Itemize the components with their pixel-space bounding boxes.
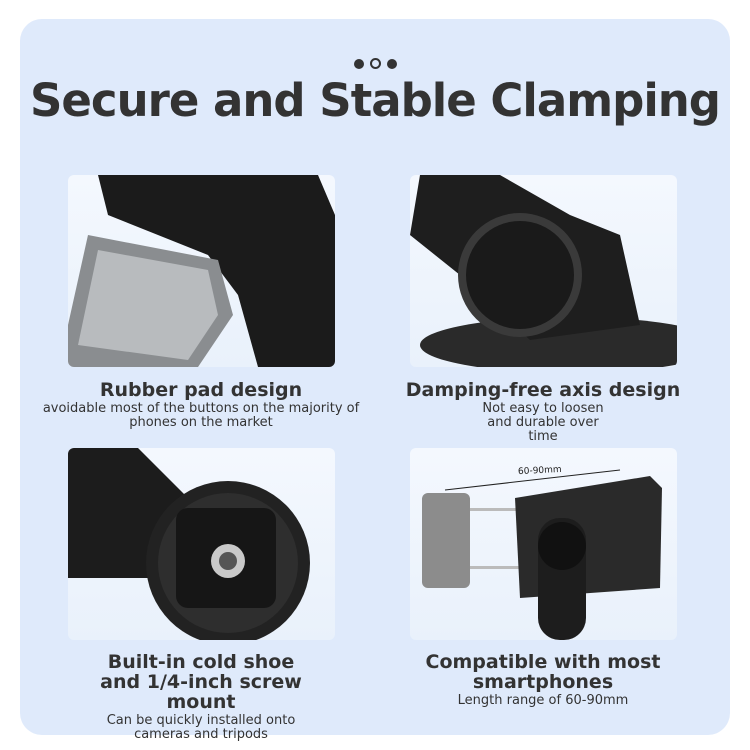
feature-axis: Damping-free axis design Not easy to loo… [378, 380, 708, 444]
dot-icon [386, 58, 397, 69]
feature-description: Length range of 60-90mm [457, 693, 629, 708]
rubber-pad-image [68, 175, 335, 367]
feature-compatibility: Compatible with most smartphones Length … [378, 652, 708, 708]
cold-shoe-image [68, 448, 335, 640]
dot-hollow-icon [369, 58, 381, 69]
feature-description: Can be quickly installed onto cameras an… [106, 713, 296, 742]
feature-cold-shoe: Built-in cold shoe and 1/4-inch screw mo… [36, 652, 366, 742]
carousel-dots [0, 53, 750, 72]
axis-image [410, 175, 677, 367]
page-title: Secure and Stable Clamping [29, 74, 721, 127]
feature-description: avoidable most of the buttons on the maj… [42, 401, 360, 430]
feature-heading: Built-in cold shoe and 1/4-inch screw mo… [100, 651, 302, 713]
feature-description: Not easy to loosen and durable over time [482, 401, 604, 444]
phone-clamp-image: 60-90mm [410, 448, 677, 640]
feature-heading: Compatible with most smartphones [425, 651, 661, 693]
feature-heading: Damping-free axis design [405, 379, 681, 401]
feature-heading: Rubber pad design [99, 379, 303, 401]
dot-icon [353, 58, 364, 69]
feature-rubber-pad: Rubber pad design avoidable most of the … [36, 380, 366, 430]
